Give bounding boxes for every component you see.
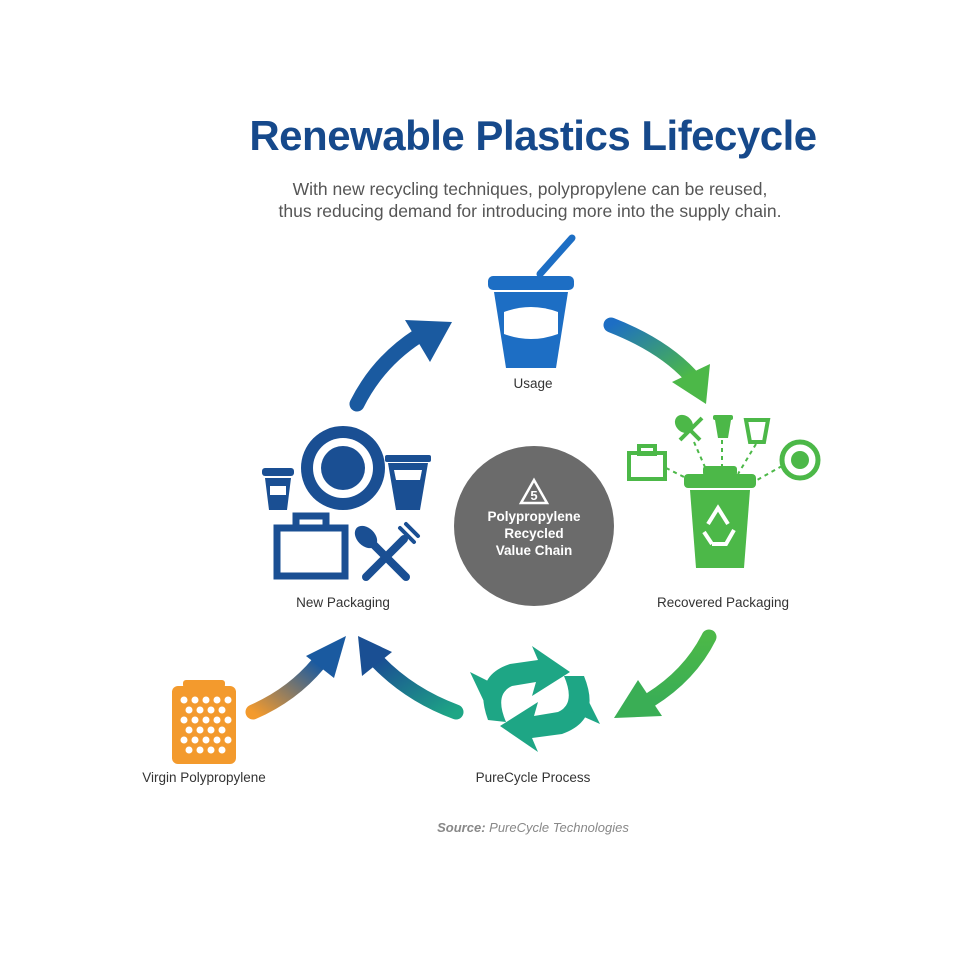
pellet-drum-icon bbox=[172, 680, 236, 764]
virgin-polypropylene-label: Virgin Polypropylene bbox=[142, 770, 266, 785]
recycle-symbol-icon bbox=[702, 504, 736, 546]
center-line-2: Recycled bbox=[504, 526, 564, 541]
new-drink-cup-icon bbox=[385, 455, 431, 510]
recycle-code-number: 5 bbox=[530, 488, 537, 503]
arrow-recovered-to-purecycle bbox=[614, 629, 717, 718]
recovered-fork-knife-icon bbox=[674, 414, 704, 442]
arrow-newpack-to-usage bbox=[349, 320, 452, 412]
yogurt-cup-icon bbox=[488, 234, 576, 368]
new-packaging-label: New Packaging bbox=[296, 595, 390, 610]
recovered-dashed-lines bbox=[665, 440, 783, 487]
recovered-small-cup-icon bbox=[713, 415, 733, 438]
arrow-virgin-to-newpack bbox=[245, 636, 346, 720]
purecycle-process-icon bbox=[470, 646, 600, 752]
source-note: Source: PureCycle Technologies bbox=[437, 820, 629, 835]
center-circle bbox=[454, 446, 614, 606]
new-yogurt-cup-icon bbox=[262, 468, 294, 510]
purecycle-process-label: PureCycle Process bbox=[475, 770, 591, 785]
center-line-1: Polypropylene bbox=[487, 509, 581, 524]
recycle-triangle-icon bbox=[518, 477, 550, 505]
recovered-briefcase-icon bbox=[627, 444, 667, 481]
page-subtitle: With new recycling techniques, polypropy… bbox=[240, 178, 820, 222]
subtitle-line-2: thus reducing demand for introducing mor… bbox=[278, 201, 782, 221]
usage-label: Usage bbox=[513, 376, 553, 391]
new-briefcase-icon bbox=[273, 512, 349, 580]
arrow-usage-to-recovered bbox=[603, 317, 710, 404]
source-value: PureCycle Technologies bbox=[489, 820, 629, 835]
center-line-3: Value Chain bbox=[495, 543, 573, 558]
recovered-plate-icon bbox=[779, 439, 821, 481]
new-plate-icon bbox=[301, 426, 385, 510]
center-label: Polypropylene Recycled Value Chain bbox=[459, 508, 609, 559]
recycling-bin-icon bbox=[684, 466, 756, 568]
subtitle-line-1: With new recycling techniques, polypropy… bbox=[292, 179, 768, 199]
new-fork-spoon-icon bbox=[354, 522, 420, 581]
recovered-packaging-label: Recovered Packaging bbox=[656, 595, 790, 610]
arrow-purecycle-to-newpack bbox=[358, 636, 464, 720]
recovered-drink-cup-icon bbox=[743, 418, 771, 444]
source-label: Source: bbox=[437, 820, 486, 835]
page-title: Renewable Plastics Lifecycle bbox=[249, 112, 817, 159]
